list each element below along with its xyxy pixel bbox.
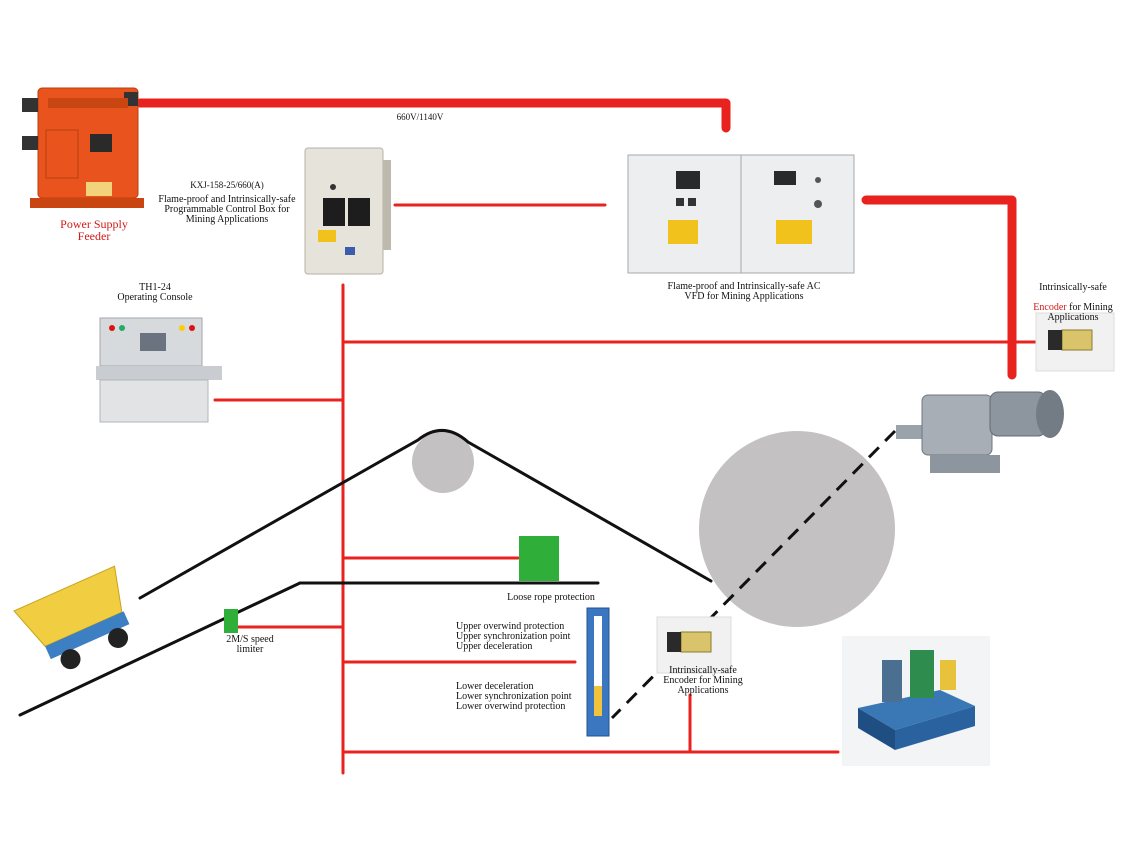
control-box-icon	[304, 147, 391, 275]
hoist-rope	[18, 429, 713, 717]
geared-motor-icon	[896, 390, 1064, 473]
console-model-label: TH1-24	[139, 282, 171, 293]
power-cables	[135, 98, 1037, 775]
power-supply-feeder-icon	[22, 87, 144, 208]
control-box-label: Flame-proof and Intrinsically-safe Progr…	[158, 194, 296, 225]
loose-rope-switch	[519, 536, 559, 581]
encoder-top-label: Intrinsically-safe Encoder for Mining Ap…	[1020, 273, 1126, 323]
operating-console-icon	[96, 317, 222, 423]
encoder-bottom-icon	[656, 616, 732, 674]
encoder-top-icon	[1035, 312, 1115, 372]
speed-limiter-switch	[224, 609, 238, 633]
mine-car-icon	[13, 565, 130, 670]
loose-rope-label: Loose rope protection	[507, 592, 595, 603]
encoder-top-label-post: for Mining Applications	[1047, 302, 1113, 323]
depth-indicator-icon	[586, 607, 610, 737]
encoder-top-label-pre: Intrinsically-safe	[1039, 282, 1107, 293]
upper-protections-label: Upper overwind protection Upper synchron…	[456, 621, 571, 652]
console-label: Operating Console	[117, 292, 193, 303]
encoder-top-label-red: Encoder	[1033, 302, 1067, 313]
lower-protections-label: Lower deceleration Lower synchronization…	[456, 681, 572, 712]
voltage-label: 660V/1140V	[396, 112, 444, 122]
control-box-model-label: KXJ-158-25/660(A)	[190, 180, 264, 190]
speed-limiter-label: 2M/S speed limiter	[226, 634, 274, 655]
encoder-bottom-label: Intrinsically-safe Encoder for Mining Ap…	[663, 665, 743, 696]
head-sheave	[412, 431, 474, 493]
power-supply-label: Power Supply Feeder	[60, 217, 128, 243]
vfd-label: Flame-proof and Intrinsically-safe AC VF…	[667, 281, 821, 302]
hydraulic-station-icon	[842, 636, 990, 766]
vfd-cabinet-icon	[627, 154, 855, 274]
